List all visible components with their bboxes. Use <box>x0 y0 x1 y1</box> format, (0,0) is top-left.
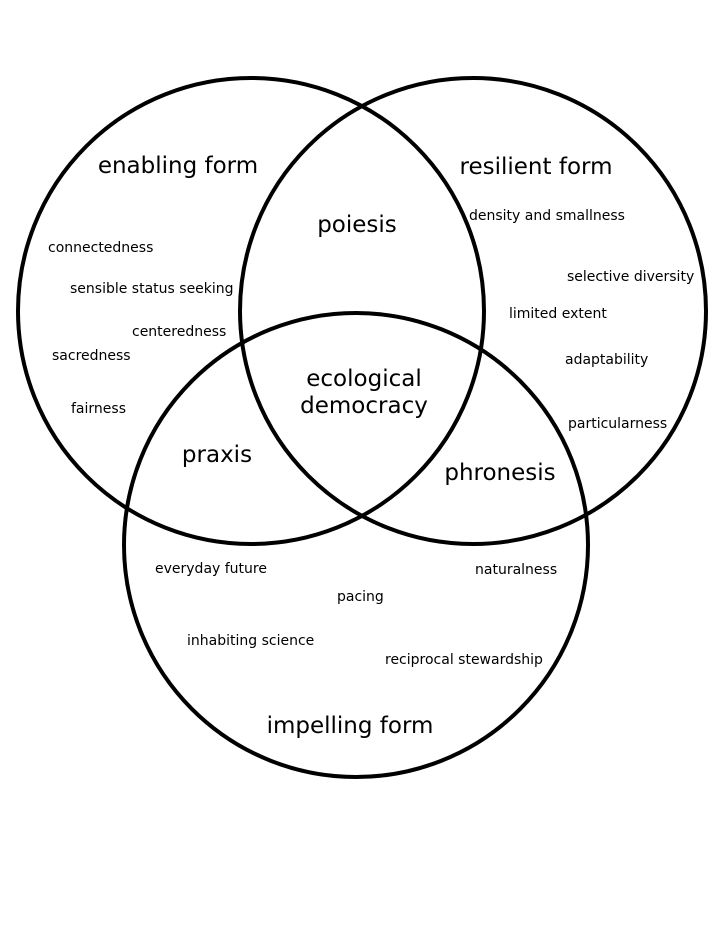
resilient-item: adaptability <box>565 352 648 368</box>
resilient-item: limited extent <box>509 306 607 322</box>
enabling-item: sensible status seeking <box>70 281 234 297</box>
enabling-item: sacredness <box>52 348 131 364</box>
praxis-label: praxis <box>182 442 252 468</box>
enabling-form-title: enabling form <box>98 153 258 179</box>
enabling-form-circle <box>16 76 486 546</box>
resilient-item: selective diversity <box>567 269 694 285</box>
enabling-item: fairness <box>71 401 126 417</box>
poiesis-label: poiesis <box>317 212 397 238</box>
resilient-form-circle <box>238 76 708 546</box>
impelling-item: pacing <box>337 589 384 605</box>
impelling-form-circle <box>122 311 590 779</box>
resilient-form-title: resilient form <box>460 154 613 180</box>
center-label-line-1: ecological <box>306 366 421 392</box>
impelling-item: reciprocal stewardship <box>385 652 543 668</box>
resilient-item: particularness <box>568 416 667 432</box>
impelling-item: everyday future <box>155 561 267 577</box>
impelling-item: naturalness <box>475 562 557 578</box>
center-label-line-2: democracy <box>300 393 428 419</box>
impelling-item: inhabiting science <box>187 633 314 649</box>
impelling-form-title: impelling form <box>267 713 434 739</box>
resilient-item: density and smallness <box>469 208 625 224</box>
enabling-item: connectedness <box>48 240 153 256</box>
enabling-item: centeredness <box>132 324 226 340</box>
phronesis-label: phronesis <box>444 460 555 486</box>
